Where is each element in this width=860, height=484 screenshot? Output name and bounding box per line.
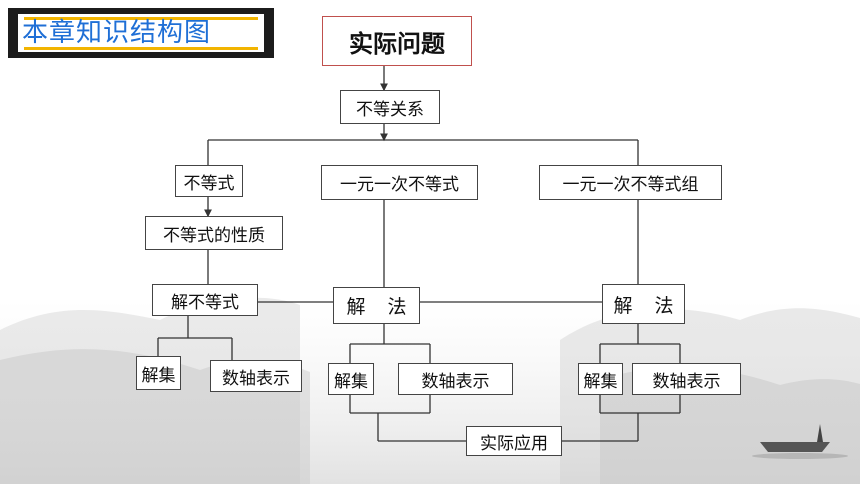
node-number-line-right: 数轴表示 [632,363,741,395]
node-method-mid: 解 法 [333,287,420,324]
title-accent-bottom [24,47,258,50]
title-inner [18,14,264,52]
node-method-right: 解 法 [602,284,685,324]
page-title: 本章知识结构图 [22,18,212,48]
node-properties: 不等式的性质 [145,216,283,250]
node-relation: 不等关系 [340,90,440,124]
node-application: 实际应用 [466,426,562,456]
node-solution-set-mid: 解集 [328,363,374,395]
node-linear-inequality-group: 一元一次不等式组 [539,165,722,200]
node-number-line-left: 数轴表示 [210,360,302,392]
node-inequality: 不等式 [175,165,243,197]
title-banner: 本章知识结构图 [8,8,274,58]
node-number-line-mid: 数轴表示 [398,363,513,395]
node-solution-set-left: 解集 [136,356,181,390]
title-accent-top [24,17,258,20]
node-solve-inequality: 解不等式 [152,284,258,316]
node-linear-inequality: 一元一次不等式 [321,165,478,200]
fisherman-icon [817,424,823,442]
boat-icon [760,442,830,452]
node-root: 实际问题 [322,16,472,66]
node-solution-set-right: 解集 [578,363,623,395]
